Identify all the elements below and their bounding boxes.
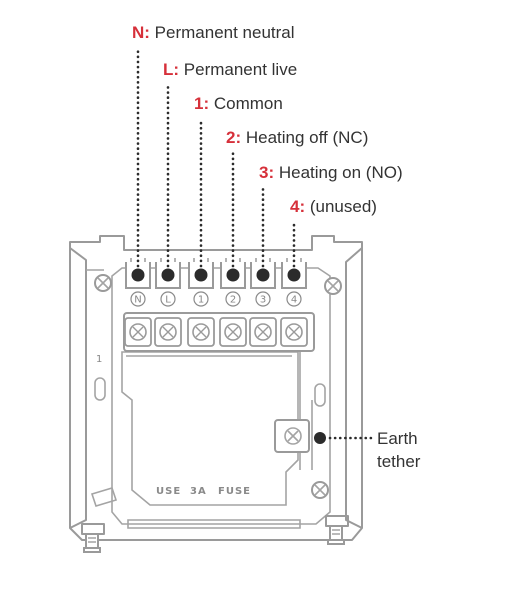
terminal-label-desc: (unused) [305, 197, 377, 216]
backplate [69, 235, 363, 553]
terminal-label: 4: (unused) [290, 197, 377, 216]
terminal-label: L: Permanent live [163, 60, 297, 79]
terminal-block: N L 1 2 3 4 [123, 258, 315, 352]
terminal-symbol-ring [255, 291, 271, 307]
mount-screw-bottom-right [311, 481, 329, 499]
terminal-n: N [124, 258, 152, 347]
terminal-label-desc: Heating off (NC) [241, 128, 368, 147]
terminal-point [194, 268, 208, 282]
terminal-label-key: 2: [226, 128, 241, 147]
terminal-screw [129, 323, 147, 341]
terminal-symbol: L [165, 295, 171, 306]
earth-point [314, 432, 326, 444]
terminal-symbol: 2 [230, 295, 236, 306]
terminal-3: 3 [249, 258, 277, 347]
terminal-label: 1: Common [194, 94, 283, 113]
terminal-label-desc: Common [209, 94, 283, 113]
plate-text-amp: 3A [190, 486, 207, 497]
terminal-label: 3: Heating on (NO) [259, 163, 403, 182]
earth-label-line1: Earth [377, 429, 418, 448]
terminal-label-key: 4: [290, 197, 305, 216]
earth-label-line2: tether [377, 452, 421, 471]
terminal-point [161, 268, 175, 282]
terminal-label-desc: Permanent neutral [150, 23, 295, 42]
terminal-2: 2 [219, 258, 247, 347]
terminal-l: L [154, 258, 182, 347]
terminal-symbol-ring [130, 291, 146, 307]
plate-text-fuse: FUSE [218, 486, 251, 497]
terminal-label: N: Permanent neutral [132, 23, 295, 42]
terminal-screw [224, 323, 242, 341]
terminal-screw [192, 323, 210, 341]
terminal-label-key: 3: [259, 163, 274, 182]
terminal-label: 2: Heating off (NC) [226, 128, 368, 147]
terminal-label-key: L: [163, 60, 179, 79]
plate-text-use: USE [156, 486, 181, 497]
terminal-point [131, 268, 145, 282]
terminal-screw [159, 323, 177, 341]
terminal-1: 1 [187, 258, 215, 347]
terminal-4: 4 [280, 258, 308, 347]
terminal-symbol-ring [160, 291, 176, 307]
terminal-leads [136, 46, 296, 268]
terminal-symbol: 3 [260, 295, 266, 306]
terminal-label-key: 1: [194, 94, 209, 113]
terminal-symbol: 4 [291, 295, 297, 306]
terminal-label-desc: Heating on (NO) [274, 163, 403, 182]
terminal-screw [285, 323, 303, 341]
terminal-screw [254, 323, 272, 341]
terminal-symbol-ring [286, 291, 302, 307]
terminal-symbol: N [134, 295, 141, 306]
foot-left [81, 523, 105, 553]
terminal-label-key: N: [132, 23, 150, 42]
terminal-label-desc: Permanent live [179, 60, 297, 79]
terminal-point [256, 268, 270, 282]
mount-screw-top-left [94, 274, 112, 292]
plate-side-number: 1 [96, 354, 102, 365]
foot-right [325, 515, 349, 545]
mount-screw-top-right [324, 277, 342, 295]
terminal-symbol-ring [225, 291, 241, 307]
terminal-symbol: 1 [198, 295, 204, 306]
terminal-point [226, 268, 240, 282]
earth-terminal [274, 419, 374, 453]
terminal-point [287, 268, 301, 282]
terminal-symbol-ring [193, 291, 209, 307]
